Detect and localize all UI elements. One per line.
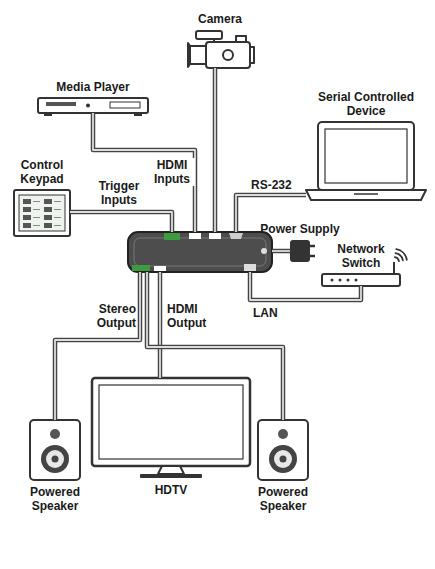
- hdtv-icon: [92, 378, 250, 478]
- speaker-icon: [30, 420, 80, 480]
- cable-label: Trigger Inputs: [94, 179, 144, 207]
- cable: [147, 272, 283, 420]
- cable-core: [70, 212, 172, 232]
- cable: [70, 212, 172, 232]
- wifi-symbol: [395, 249, 407, 261]
- camera-icon: [188, 31, 254, 68]
- cable-label: RS-232: [250, 178, 293, 192]
- device-label: Network Switch: [331, 242, 391, 270]
- cable-group: [70, 212, 172, 232]
- serial-device: Serial Controlled Device: [306, 122, 426, 200]
- device-label: Powered Speaker: [253, 485, 313, 513]
- speaker-icon: [258, 420, 308, 480]
- device-label: Power Supply: [260, 222, 339, 236]
- hdtv: HDTV: [92, 378, 250, 478]
- device-label: Camera: [198, 12, 242, 26]
- cable-label: HDMI Output: [166, 302, 214, 330]
- cable-group: [250, 272, 361, 300]
- cable-core: [55, 272, 140, 420]
- cable: [272, 249, 290, 254]
- power-adapter-icon: [290, 240, 315, 262]
- cable-group: [160, 272, 161, 378]
- device-label: Media Player: [56, 80, 129, 94]
- camera: Camera: [188, 30, 252, 68]
- device-label: Control Keypad: [12, 158, 72, 186]
- network-switch: Network Switch: [322, 274, 400, 286]
- cable: [158, 272, 163, 378]
- laptop-icon: [306, 122, 426, 200]
- cable-core: [147, 272, 283, 420]
- control-keypad: Control Keypad: [14, 190, 70, 236]
- cable-core: [159, 272, 161, 378]
- extender-unit: [128, 232, 272, 272]
- device-label: Serial Controlled Device: [311, 90, 421, 118]
- powered-speaker: Powered Speaker: [30, 420, 80, 480]
- cable-group: [55, 272, 140, 420]
- cable-label: Stereo Output: [89, 302, 137, 330]
- cable-group: [147, 272, 283, 420]
- cable-group: [272, 251, 290, 252]
- powered-speaker: Powered Speaker: [258, 420, 308, 480]
- cable: [213, 68, 218, 232]
- extender-unit-icon: [128, 232, 272, 272]
- cable-label: HDMI Inputs: [149, 158, 195, 186]
- device-label: HDTV: [155, 483, 188, 497]
- cable: [55, 272, 140, 420]
- cable-group: [215, 68, 216, 232]
- keypad-icon: [14, 190, 70, 236]
- media-player: Media Player: [38, 98, 148, 113]
- cable: [250, 272, 361, 300]
- power-supply: Power Supply: [290, 240, 310, 262]
- cable-core: [250, 272, 361, 300]
- cable-core: [214, 68, 216, 232]
- device-label: Powered Speaker: [25, 485, 85, 513]
- cable-label: LAN: [252, 306, 279, 320]
- cable-core: [272, 250, 290, 252]
